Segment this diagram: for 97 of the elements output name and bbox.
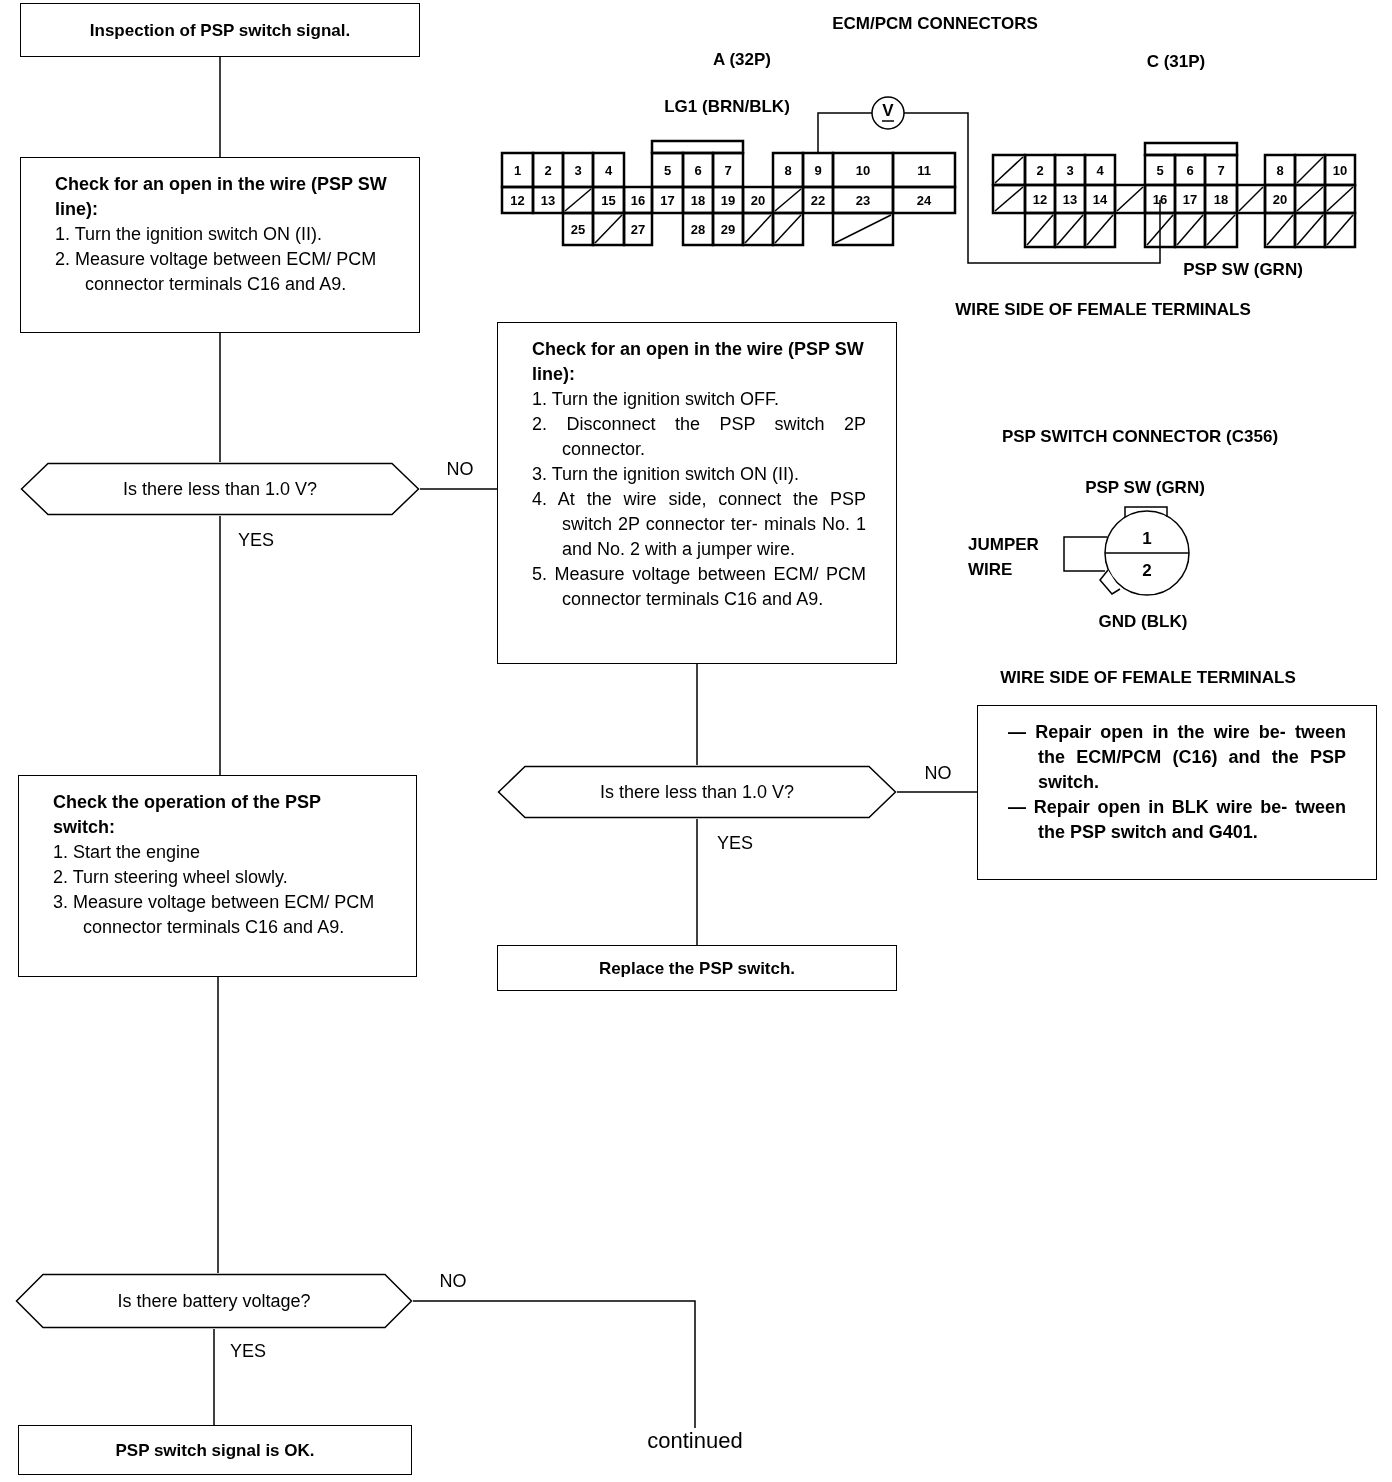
- wire-label: PSP SW (GRN): [1085, 478, 1205, 498]
- view-note: WIRE SIDE OF FEMALE TERMINALS: [1000, 668, 1296, 688]
- pin-number: 13: [540, 193, 556, 208]
- pin-number: 15: [601, 193, 616, 208]
- pin-number: 7: [724, 163, 732, 178]
- pin-number: 6: [1186, 163, 1194, 178]
- pin-number: 18: [1213, 192, 1229, 207]
- connector-line: [219, 515, 221, 776]
- connector-line: [219, 56, 221, 158]
- process-box: [18, 775, 417, 977]
- box-heading: Check the operation of the PSP switch:: [53, 791, 322, 839]
- pin-number: 3: [574, 163, 582, 178]
- pin-number: 18: [690, 193, 706, 208]
- process-box: [497, 322, 897, 664]
- connector-label: C (31P): [1146, 52, 1206, 72]
- instruction-text: — Repair open in the wire be- tween the ECM/PCM (C16) and the PSP switch.: [1008, 721, 1346, 794]
- pin-number: 19: [720, 193, 736, 208]
- box-text: PSP switch signal is OK.: [115, 1439, 315, 1462]
- pin-number: 5: [663, 163, 672, 178]
- pin-number: 1: [513, 163, 522, 178]
- pin-number: 27: [630, 222, 646, 237]
- pin-number: 29: [720, 222, 736, 237]
- decision-box: [15, 1273, 413, 1329]
- step-text: 4. At the wire side, connect the PSP switch 2P connector ter- minals No. 1 and No. 2 with a jumper wire.: [532, 488, 866, 561]
- pin-number: 3: [1066, 163, 1074, 178]
- step-text: 2. Turn steering wheel slowly.: [53, 866, 289, 889]
- step-text: 2. Disconnect the PSP switch 2P connector.: [532, 413, 866, 461]
- pin-number: 4: [604, 163, 613, 178]
- connector-line: [213, 1328, 215, 1426]
- pin-number: 10: [1332, 163, 1348, 178]
- pin-number: 12: [510, 193, 525, 208]
- pin-number: 8: [784, 163, 792, 178]
- box-heading: Check for an open in the wire (PSP SW line):: [55, 173, 388, 221]
- step-text: 3. Turn the ignition switch ON (II).: [532, 463, 801, 486]
- step-text: 1. Turn the ignition switch ON (II).: [55, 223, 324, 246]
- connector-line: [412, 1300, 696, 1429]
- pin-number: 14: [1092, 192, 1108, 207]
- pin-number: 28: [690, 222, 706, 237]
- step-text: 3. Measure voltage between ECM/ PCM connector terminals C16 and A9.: [53, 891, 376, 939]
- pin-number: 25: [570, 222, 586, 237]
- pin-number: 4: [1096, 163, 1104, 178]
- connector-line: [219, 332, 221, 463]
- step-text: 1. Start the engine: [53, 841, 202, 864]
- question-text: Is there less than 1.0 V?: [599, 781, 795, 803]
- wire-label: GND (BLK): [1098, 612, 1188, 632]
- pin-number: 7: [1217, 163, 1225, 178]
- connector-title: ECM/PCM CONNECTORS: [832, 14, 1038, 34]
- pin-number: 2: [1142, 561, 1152, 581]
- pin-number: 11: [917, 163, 931, 178]
- result-box: [977, 705, 1377, 880]
- pin-number: 22: [810, 193, 826, 208]
- pin-number: 16: [1152, 192, 1168, 207]
- pin-number: 17: [660, 193, 675, 208]
- connector-line: [696, 663, 698, 766]
- connector-line: [896, 791, 978, 793]
- pin-number: 17: [1182, 192, 1198, 207]
- connector-line: [419, 488, 498, 490]
- question-text: Is there less than 1.0 V?: [122, 478, 318, 500]
- pin-number: 20: [750, 193, 766, 208]
- pin-number: 2: [1036, 163, 1044, 178]
- decision-box: [497, 765, 897, 819]
- instruction-text: — Repair open in BLK wire be- tween the PSP switch and G401.: [1008, 796, 1346, 844]
- step-text: 5. Measure voltage between ECM/ PCM connector terminals C16 and A9.: [532, 563, 866, 611]
- pin-number: 23: [855, 193, 871, 208]
- wire-label: PSP SW (GRN): [1183, 260, 1303, 280]
- step-text: 1. Turn the ignition switch OFF.: [532, 388, 781, 411]
- meter-symbol-text: V: [882, 101, 894, 121]
- connector-line: [217, 976, 219, 1274]
- box-text: Inspection of PSP switch signal.: [89, 19, 351, 42]
- continued-note: continued: [630, 1428, 760, 1460]
- process-box: [18, 1425, 412, 1475]
- pin-number: 2: [544, 163, 552, 178]
- box-heading: Check for an open in the wire (PSP SW line):: [532, 338, 865, 386]
- pin-number: 24: [916, 193, 932, 208]
- pin-number: 20: [1272, 192, 1288, 207]
- pin-number: 5: [1156, 163, 1164, 178]
- connector-label: A (32P): [713, 50, 771, 70]
- pin-number: 8: [1276, 163, 1284, 178]
- box-text: Replace the PSP switch.: [598, 957, 796, 980]
- view-note: WIRE SIDE OF FEMALE TERMINALS: [955, 300, 1251, 320]
- pin-number: 16: [630, 193, 646, 208]
- pin-number: 10: [855, 163, 871, 178]
- pin-number: 1: [1142, 529, 1152, 549]
- pin-number: 12: [1032, 192, 1048, 207]
- process-box: [497, 945, 897, 991]
- pin-number: 13: [1062, 192, 1078, 207]
- pin-number: 6: [694, 163, 702, 178]
- wire-label: JUMPER WIRE: [968, 534, 1040, 581]
- step-text: 2. Measure voltage between ECM/ PCM connector terminals C16 and A9.: [55, 248, 378, 296]
- process-box: [20, 3, 420, 57]
- connector-line: [696, 818, 698, 946]
- pin-number: 9: [814, 163, 822, 178]
- connector-title: PSP SWITCH CONNECTOR (C356): [1001, 427, 1279, 447]
- decision-box: [20, 462, 420, 516]
- wire-label: LG1 (BRN/BLK): [664, 97, 790, 117]
- question-text: Is there battery voltage?: [117, 1290, 311, 1312]
- process-box: [20, 157, 420, 333]
